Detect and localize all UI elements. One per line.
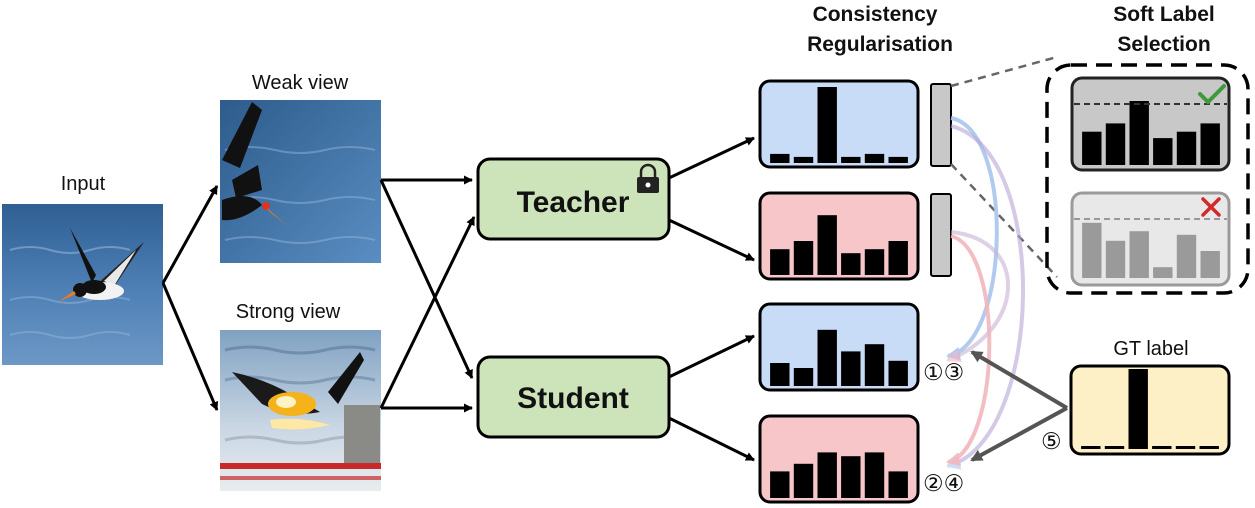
arrow-input-to-weak xyxy=(161,185,219,284)
teacher-label: Teacher xyxy=(517,186,630,219)
student-label: Student xyxy=(517,382,629,415)
histogram-bar xyxy=(888,241,908,275)
histogram-bar xyxy=(793,241,814,275)
histogram-bar xyxy=(1176,131,1197,165)
histogram-bar xyxy=(817,329,837,386)
histogram-bar xyxy=(841,253,861,275)
consistency-heading-line2: Regularisation xyxy=(807,33,953,56)
arrow-teacher-to-strong-pred xyxy=(668,218,755,262)
input-label: Input xyxy=(61,173,106,195)
accepted-soft-label xyxy=(1070,76,1231,172)
arrow-gt-to-student-weak xyxy=(970,350,1069,410)
soft-label-selection-box xyxy=(1045,63,1250,295)
histogram-bar xyxy=(841,351,861,386)
gt-label-panel xyxy=(1069,364,1231,456)
arrow-gt-to-student-strong xyxy=(970,406,1068,462)
zoom-connector-bottom xyxy=(950,163,1058,278)
histogram-bar xyxy=(864,344,885,386)
histogram-bar xyxy=(1105,123,1126,165)
teacher-weak-panel xyxy=(758,79,920,169)
teacher-block: Teacher xyxy=(476,157,671,241)
soft-label-heading-line2: Selection xyxy=(1117,33,1210,56)
histogram-bar xyxy=(1153,267,1173,278)
histogram-bar xyxy=(817,452,837,498)
histogram-bar xyxy=(1199,446,1219,449)
arrow-teacher-to-weak-pred xyxy=(668,136,755,180)
histogram-bar xyxy=(841,156,861,163)
histogram-bar xyxy=(1105,240,1126,278)
histogram-bar xyxy=(770,249,790,275)
histogram-bar xyxy=(1200,123,1220,165)
histogram-bar xyxy=(1082,222,1102,278)
histogram-bar xyxy=(1200,251,1220,278)
cross-icon xyxy=(1201,197,1221,217)
teacher-strong-confidence-bar xyxy=(930,193,952,277)
teacher-weak-confidence-bar xyxy=(930,83,952,167)
teacher-strong-panel xyxy=(758,191,920,281)
histogram-bar xyxy=(888,360,908,386)
histogram-bar xyxy=(770,153,790,163)
histogram-bar xyxy=(770,363,790,386)
rejected-soft-label xyxy=(1070,191,1231,287)
histogram-bar xyxy=(793,463,814,498)
histogram-bar xyxy=(1175,446,1196,449)
step-marker-5: ⑤ xyxy=(1041,428,1062,454)
weak-view-label: Weak view xyxy=(252,72,349,94)
histogram-bar xyxy=(1176,234,1197,278)
student-block: Student xyxy=(476,355,671,439)
arrow-student-to-weak-pred xyxy=(668,334,755,379)
check-icon xyxy=(1198,84,1226,105)
weak-view-image xyxy=(220,100,381,263)
histogram-bar xyxy=(817,87,837,163)
histogram-bar xyxy=(793,368,814,386)
arrow-weak-to-student xyxy=(379,179,474,379)
consistency-heading-line1: Consistency xyxy=(813,3,938,26)
histogram-bar xyxy=(1129,231,1149,278)
lock-icon xyxy=(637,163,659,193)
arrow-input-to-strong xyxy=(161,282,219,411)
soft-label-heading-line1: Soft Label xyxy=(1113,3,1215,26)
student-strong-panel xyxy=(758,414,920,504)
strong-view-label: Strong view xyxy=(236,301,341,323)
step-marker-2-4: ②④ xyxy=(923,470,964,496)
histogram-bar xyxy=(841,456,861,498)
histogram-bar xyxy=(1104,446,1125,449)
histogram-bar xyxy=(864,153,885,163)
arrow-strong-to-teacher xyxy=(379,216,476,409)
histogram-bar xyxy=(864,452,885,498)
histogram-bar xyxy=(793,156,814,163)
histogram-bar xyxy=(888,156,908,163)
histogram-bar xyxy=(1081,446,1101,449)
histogram-bar xyxy=(888,471,908,498)
student-weak-panel xyxy=(758,302,920,392)
step-marker-1-3: ①③ xyxy=(923,359,964,385)
histogram-bar xyxy=(1129,101,1149,165)
input-image xyxy=(2,204,163,365)
arrow-student-to-strong-pred xyxy=(668,416,755,462)
consistency-arrows xyxy=(946,116,1025,470)
histogram-bar xyxy=(1152,446,1172,449)
histogram-bar xyxy=(770,471,790,498)
zoom-connector-top xyxy=(950,55,1058,88)
histogram-bar xyxy=(1153,138,1173,165)
histogram-bar xyxy=(1128,369,1148,449)
gt-label-title: GT label xyxy=(1113,338,1188,360)
histogram-bar xyxy=(864,249,885,275)
strong-view-image xyxy=(220,330,381,491)
histogram-bar xyxy=(1082,131,1102,165)
histogram-bar xyxy=(817,215,837,275)
